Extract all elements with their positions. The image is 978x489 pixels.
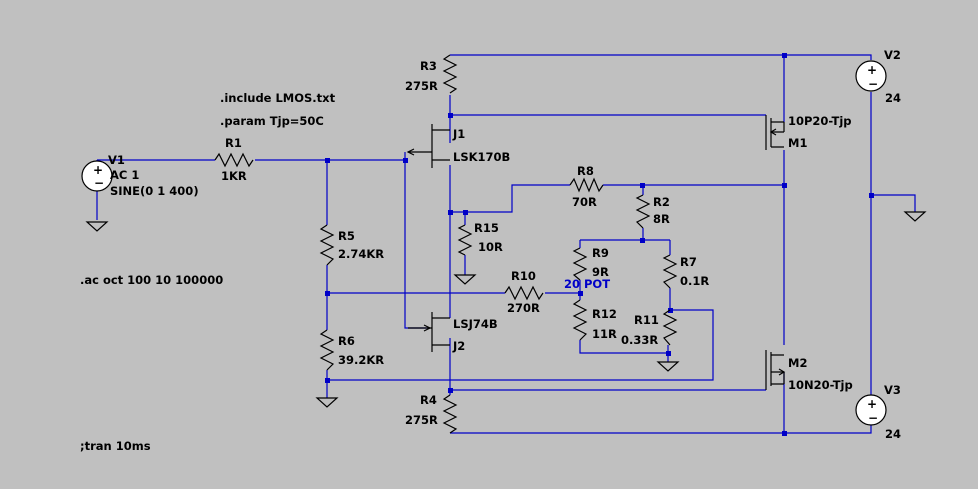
r10-name: R10 bbox=[511, 269, 536, 283]
r8-name: R8 bbox=[577, 164, 594, 178]
mosfet-m2[interactable] bbox=[765, 350, 786, 390]
resistor-r7[interactable] bbox=[662, 254, 678, 289]
r6-name: R6 bbox=[338, 334, 355, 348]
resistor-r4[interactable] bbox=[442, 394, 458, 434]
m2-model: 10N20-Tjp bbox=[788, 378, 853, 392]
r5-name: R5 bbox=[338, 229, 355, 243]
jfet-j2[interactable] bbox=[408, 312, 450, 352]
v1-ac-value: AC 1 bbox=[110, 168, 139, 182]
m1-name: M1 bbox=[788, 136, 807, 150]
r4-name: R4 bbox=[420, 393, 437, 407]
svg-text:+: + bbox=[867, 63, 877, 77]
wires bbox=[96, 54, 916, 434]
resistor-r2[interactable] bbox=[635, 194, 651, 229]
ground-symbol bbox=[315, 397, 339, 408]
r2-value: 8R bbox=[653, 212, 670, 226]
ground-symbol bbox=[85, 221, 109, 232]
r1-value: 1KR bbox=[221, 169, 247, 183]
resistor-r5[interactable] bbox=[319, 224, 335, 266]
resistor-r15[interactable] bbox=[457, 224, 473, 256]
resistor-r3[interactable] bbox=[442, 54, 458, 94]
svg-text:−: − bbox=[868, 411, 878, 425]
m2-name: M2 bbox=[788, 356, 807, 370]
r8-value: 70R bbox=[572, 195, 597, 209]
junction-dots bbox=[325, 53, 874, 436]
r5-value: 2.74KR bbox=[338, 247, 384, 261]
r3-value: 275R bbox=[405, 79, 438, 93]
resistor-r6[interactable] bbox=[319, 329, 335, 371]
source-v3[interactable]: + − bbox=[855, 394, 887, 426]
r7-name: R7 bbox=[680, 255, 697, 269]
r6-value: 39.2KR bbox=[338, 353, 384, 367]
v2-value: 24 bbox=[885, 91, 901, 105]
directive-ac: .ac oct 100 10 100000 bbox=[80, 273, 223, 287]
svg-text:+: + bbox=[867, 397, 877, 411]
m1-model: 10P20-Tjp bbox=[788, 114, 852, 128]
jfet-j1[interactable] bbox=[406, 124, 450, 168]
v1-sine-value: SINE(0 1 400) bbox=[110, 184, 199, 198]
ground-symbol bbox=[903, 211, 927, 222]
mosfet-m1[interactable] bbox=[765, 115, 785, 150]
r9-name: R9 bbox=[592, 246, 609, 260]
ground-symbol bbox=[453, 274, 477, 285]
r12-value: 11R bbox=[592, 327, 617, 341]
r11-value: 0.33R bbox=[621, 333, 658, 347]
v2-name: V2 bbox=[884, 48, 901, 62]
r7-value: 0.1R bbox=[680, 274, 709, 288]
v1-name: V1 bbox=[108, 153, 125, 167]
v3-value: 24 bbox=[885, 427, 901, 441]
r11-name: R11 bbox=[634, 313, 659, 327]
resistor-r9[interactable] bbox=[572, 247, 588, 281]
directive-param: .param Tjp=50C bbox=[220, 114, 324, 128]
r1-name: R1 bbox=[225, 136, 242, 150]
r4-value: 275R bbox=[405, 413, 438, 427]
resistor-r10[interactable] bbox=[504, 285, 544, 301]
r10-value: 270R bbox=[507, 301, 540, 315]
r15-value: 10R bbox=[478, 240, 503, 254]
directive-include: .include LMOS.txt bbox=[220, 91, 336, 105]
svg-text:+: + bbox=[93, 163, 103, 177]
svg-text:−: − bbox=[94, 176, 104, 190]
resistor-r11[interactable] bbox=[662, 309, 678, 346]
j1-model: LSK170B bbox=[453, 150, 510, 164]
r3-name: R3 bbox=[420, 59, 437, 73]
j2-name: J2 bbox=[452, 339, 465, 353]
pot-label: 20 POT bbox=[564, 277, 610, 291]
resistor-r8[interactable] bbox=[569, 177, 604, 193]
r2-name: R2 bbox=[653, 195, 670, 209]
r9-value: 9R bbox=[592, 265, 609, 279]
resistor-r12[interactable] bbox=[572, 299, 588, 341]
resistor-r1[interactable] bbox=[214, 152, 254, 168]
j1-name: J1 bbox=[452, 127, 465, 141]
source-v2[interactable]: + − bbox=[855, 60, 887, 92]
r15-name: R15 bbox=[474, 221, 499, 235]
r12-name: R12 bbox=[592, 307, 617, 321]
directive-tran: ;tran 10ms bbox=[80, 439, 151, 453]
j2-model: LSJ74B bbox=[453, 317, 498, 331]
v3-name: V3 bbox=[884, 383, 901, 397]
ground-symbol bbox=[656, 361, 680, 372]
source-v1[interactable]: + − bbox=[81, 160, 113, 192]
svg-text:−: − bbox=[868, 77, 878, 91]
